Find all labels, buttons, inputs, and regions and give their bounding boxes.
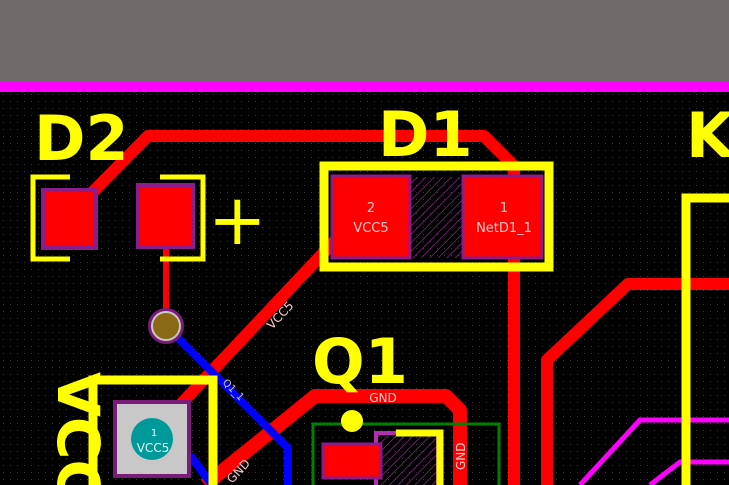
- th-pad-hole: [131, 418, 173, 460]
- d1-pad-1[interactable]: [461, 174, 544, 260]
- th-pad-net: VCC5: [137, 441, 170, 455]
- keepout-outline-1: [578, 417, 729, 485]
- q1-body: [374, 431, 440, 485]
- d2-outline-right: [160, 174, 206, 262]
- component-d1[interactable]: D1 2 VCC5 1 NetD1_1: [319, 98, 554, 272]
- vcc-designator-partial: VCC: [44, 372, 112, 485]
- component-q1[interactable]: Q1: [311, 325, 501, 485]
- track-label-q1-gnd: GND: [369, 391, 397, 405]
- track-d2-d1[interactable]: [65, 130, 520, 485]
- k-component-outline: [681, 193, 729, 485]
- track-label-gnd-side: GND: [454, 442, 468, 470]
- via[interactable]: [148, 308, 184, 344]
- q1-courtyard: [311, 422, 501, 485]
- d2-outline-left: [30, 174, 70, 262]
- d1-pad2-net: VCC5: [353, 221, 388, 236]
- q1-designator: Q1: [312, 325, 408, 398]
- board-edge-area: [0, 0, 729, 82]
- k-designator-partial: K: [686, 99, 729, 172]
- d2-pad-2[interactable]: [136, 183, 195, 249]
- d2-pad-1[interactable]: [41, 188, 98, 250]
- d1-outline: [319, 161, 554, 272]
- bottom-copper-tracks: [163, 323, 292, 485]
- track-gnd[interactable]: [200, 389, 467, 485]
- d2-designator: D2: [34, 102, 129, 175]
- th-outline: [88, 375, 218, 485]
- keepout-line: [0, 82, 729, 92]
- d1-designator: D1: [378, 98, 473, 171]
- q1-silk-corner: [396, 429, 444, 485]
- q1-pad-1[interactable]: [321, 442, 383, 480]
- keepout-outline-2: [648, 459, 729, 485]
- th-pad-number: 1: [151, 428, 157, 439]
- d1-pad1-net: NetD1_1: [476, 221, 532, 236]
- track-bottom-q1[interactable]: [163, 323, 292, 485]
- d1-pad1-number: 1: [500, 201, 508, 216]
- d2-polarity-plus: +: [208, 179, 267, 261]
- track-bottom-pad[interactable]: [186, 452, 216, 485]
- q1-pin1-marker: [341, 410, 363, 432]
- d1-pad2-number: 2: [367, 201, 375, 216]
- component-d2[interactable]: D2 +: [30, 102, 267, 262]
- d1-body: [409, 177, 464, 258]
- component-through-hole[interactable]: 1 VCC5: [88, 375, 218, 485]
- track-right[interactable]: [541, 278, 729, 485]
- d1-pad-2[interactable]: [330, 174, 412, 260]
